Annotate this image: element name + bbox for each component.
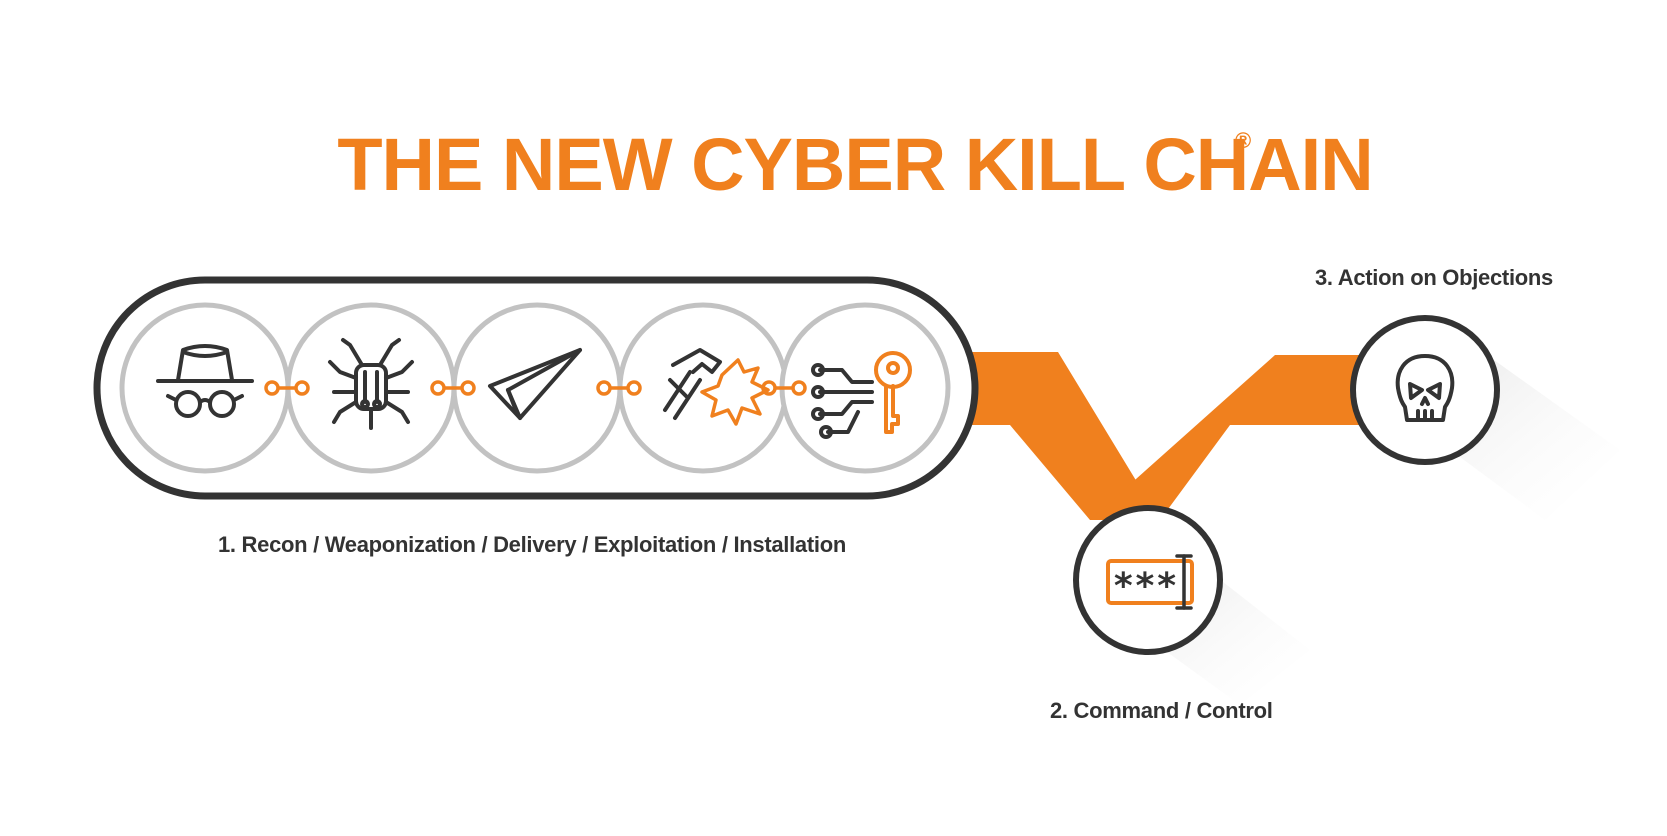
- weaponization-ring: [285, 302, 457, 474]
- stage-1-label: 1. Recon / Weaponization / Delivery / Ex…: [218, 532, 846, 557]
- stage-2-label: 2. Command / Control: [1050, 698, 1273, 723]
- action-objectives-node: [1350, 315, 1500, 465]
- circuit-bug-icon: [328, 338, 414, 430]
- spy-hat-glasses-icon: [156, 344, 254, 418]
- chain-link-icon: [596, 380, 642, 396]
- installation-ring: [779, 302, 951, 474]
- stage-1-rings: [119, 302, 951, 474]
- chain-link-icon: [430, 380, 476, 396]
- connector-path: [970, 352, 1380, 520]
- command-control-node: [1073, 505, 1223, 655]
- delivery-ring: [451, 302, 623, 474]
- stage-3-label: 3. Action on Objections: [1315, 265, 1553, 290]
- circuit-key-icon: [811, 351, 912, 439]
- password-mask: ***: [1112, 566, 1177, 607]
- chain-link-icon: [264, 380, 310, 396]
- registered-mark: ®: [1235, 128, 1251, 153]
- password-field-icon: ***: [1106, 554, 1194, 610]
- page-title: THE NEW CYBER KILL CHAIN: [337, 123, 1372, 206]
- hammer-impact-icon: [663, 348, 770, 426]
- skull-icon: [1395, 354, 1455, 422]
- chain-links: [264, 380, 807, 396]
- paper-plane-icon: [488, 348, 582, 420]
- recon-ring: [119, 302, 291, 474]
